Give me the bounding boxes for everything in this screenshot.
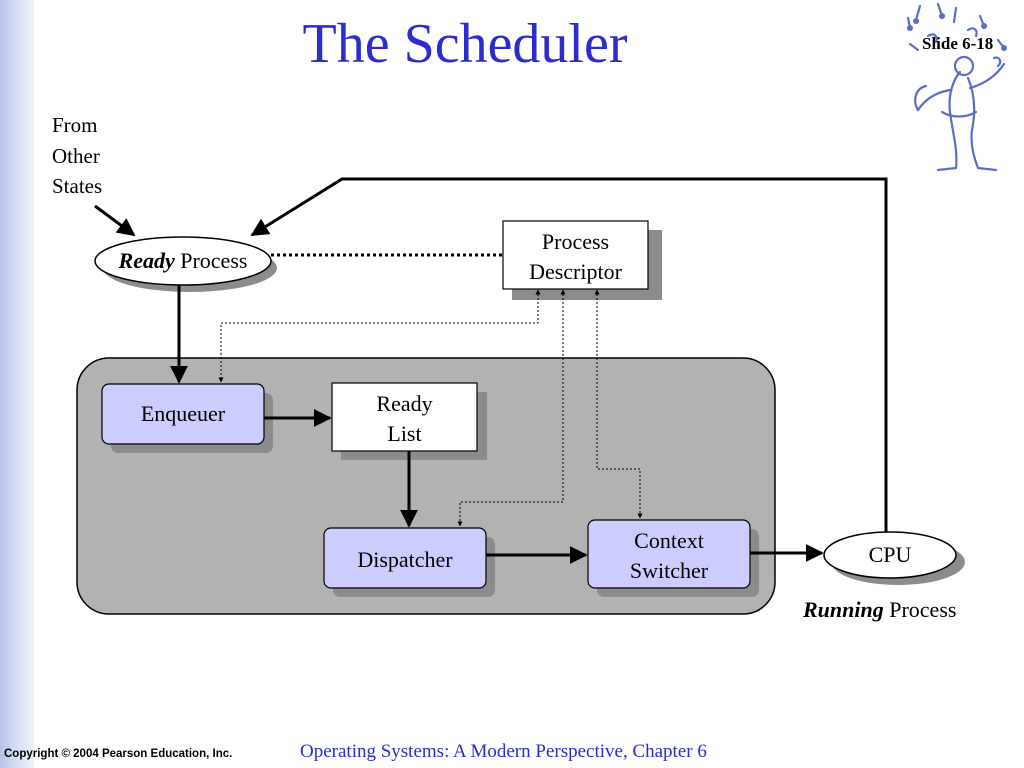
slide-title: The Scheduler <box>302 13 628 75</box>
process-descriptor-box <box>502 220 649 290</box>
context-switcher-label: Context Switcher <box>629 528 709 583</box>
running-process-label: Running Process <box>803 597 957 622</box>
enqueuer-label: Enqueuer <box>140 401 226 426</box>
cpu-return-arrow <box>250 177 888 532</box>
enqueuer-box <box>101 383 265 445</box>
process-descriptor-label: Process Descriptor <box>529 229 622 284</box>
slide-number: Slide 6-18 <box>922 34 994 53</box>
from-other-states-label: From Other States <box>52 113 103 198</box>
sidebar-gradient-strip <box>0 0 34 768</box>
cpu-label: CPU <box>868 542 912 567</box>
dispatcher-box <box>323 527 487 589</box>
ready-process-node <box>94 236 272 286</box>
copyright-footer: Copyright © 2004 Pearson Education, Inc. <box>4 748 233 760</box>
ready-list-box <box>331 382 478 452</box>
cpu-node <box>823 531 957 579</box>
from-states-arrow <box>94 204 136 237</box>
course-footer: Operating Systems: A Modern Perspective,… <box>300 741 707 762</box>
descriptor-dispatcher-link <box>457 289 566 527</box>
descriptor-switcher-link <box>594 289 643 519</box>
ready-process-label: Ready Process <box>118 248 248 273</box>
ready-list-label: Ready List <box>376 391 433 446</box>
musician-logo-icon <box>906 2 1007 172</box>
dispatcher-label: Dispatcher <box>357 547 453 572</box>
